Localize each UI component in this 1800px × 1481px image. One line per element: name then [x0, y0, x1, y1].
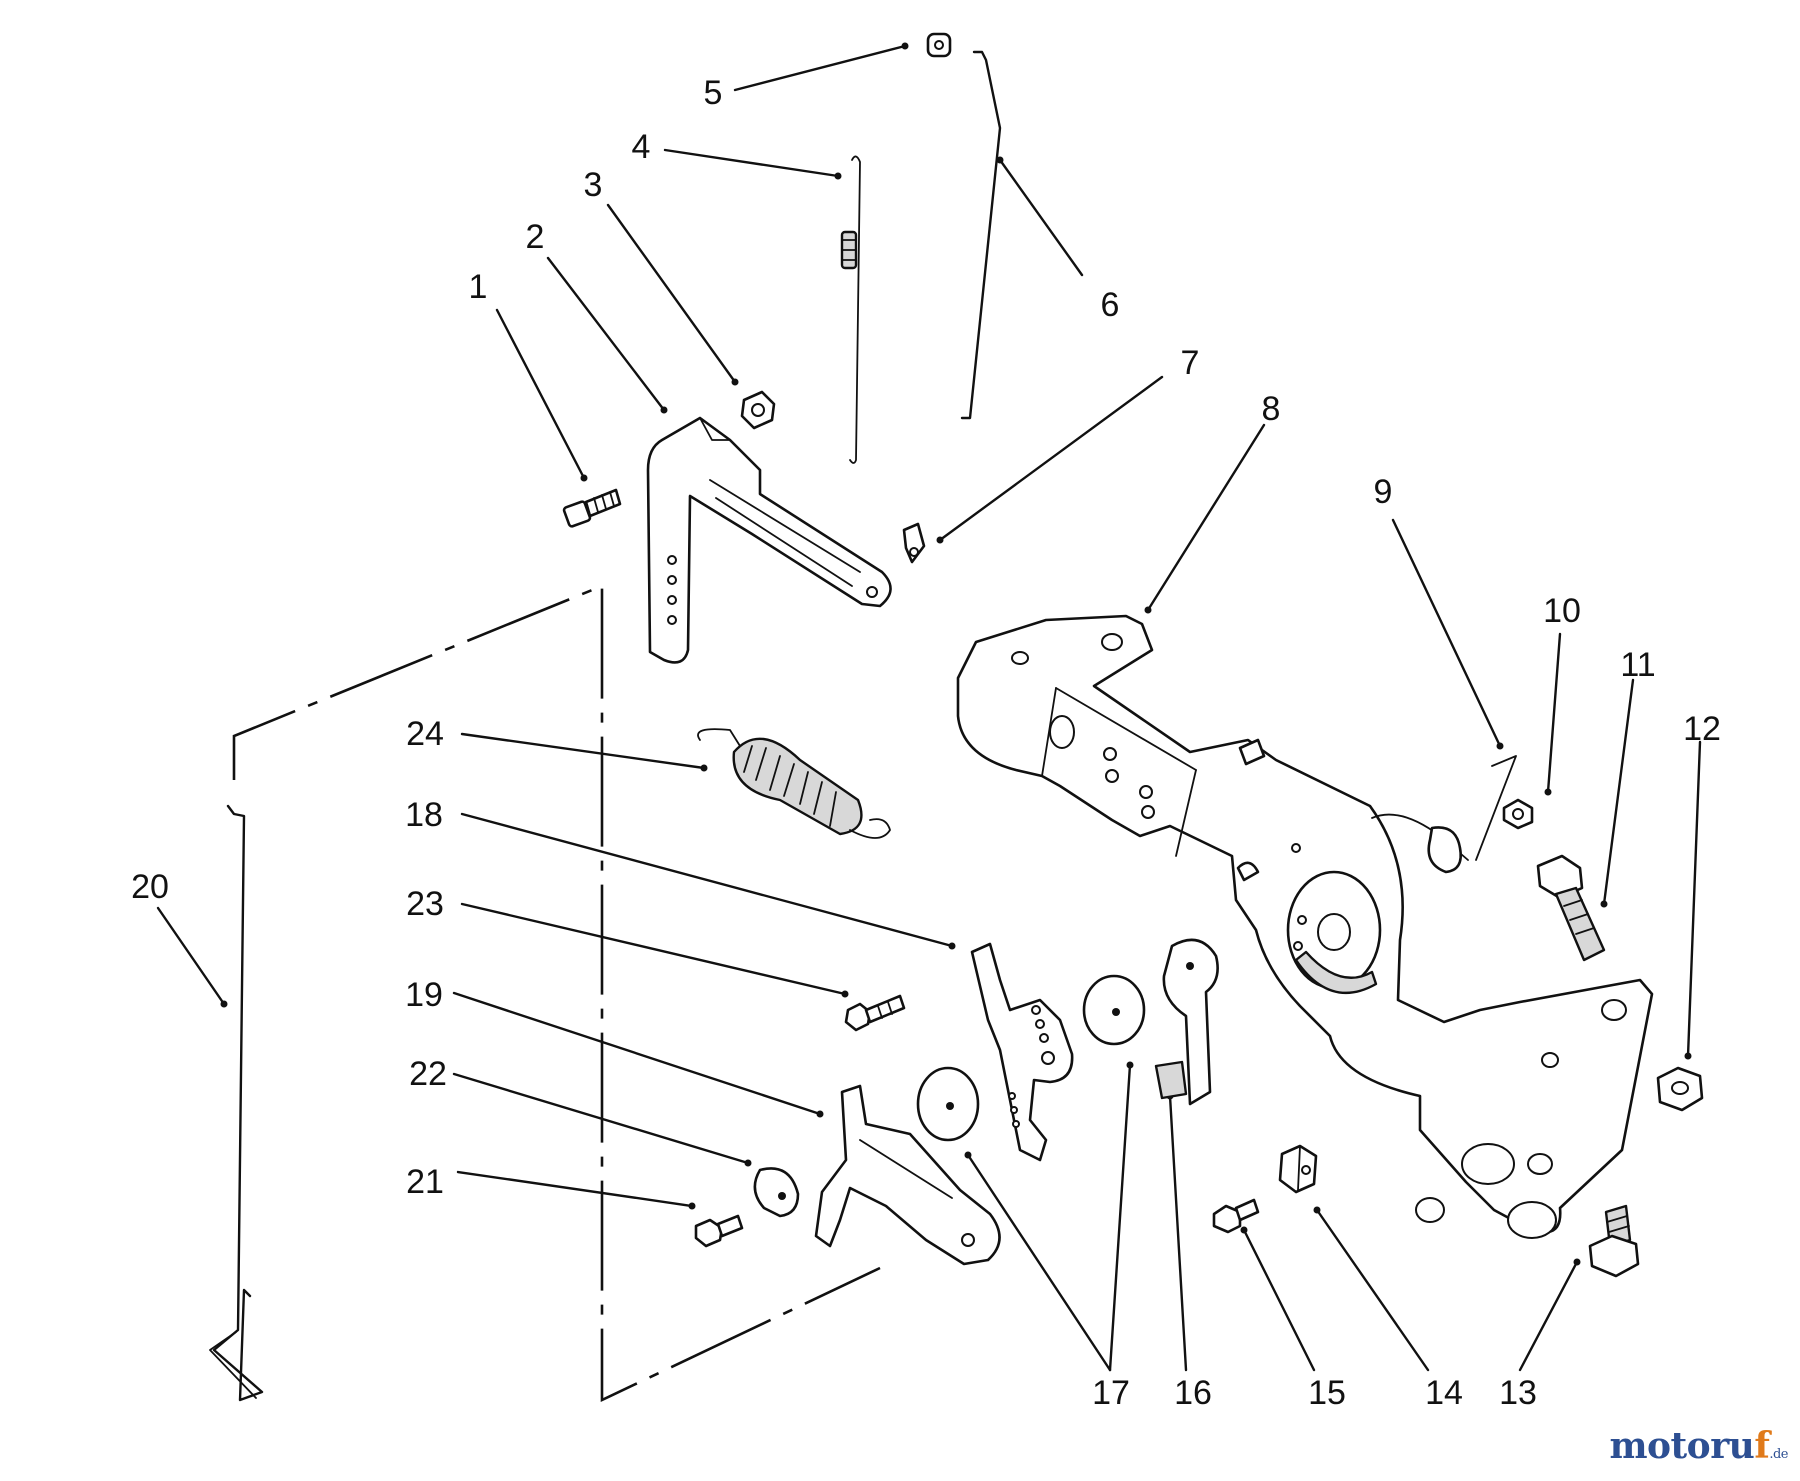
part-6-rod	[960, 50, 1002, 420]
part-label: 10	[1543, 592, 1581, 630]
watermark-part-c: .de	[1769, 1447, 1788, 1462]
part-label: 23	[406, 885, 444, 923]
part-label: 18	[405, 796, 443, 834]
part-3-nut	[740, 390, 776, 430]
part-5-clip	[926, 32, 952, 58]
part-label: 8	[1262, 390, 1281, 428]
part-7-clip	[902, 522, 926, 564]
part-label: 15	[1308, 1374, 1346, 1412]
part-1-screw	[562, 488, 622, 528]
part-22-washer	[753, 1167, 800, 1218]
part-14-clip	[1278, 1144, 1318, 1194]
part-24-spring	[697, 728, 891, 839]
part-2-lever-bracket	[646, 416, 892, 664]
part-9-spring-clip	[1371, 755, 1517, 874]
part-label: 5	[704, 74, 723, 112]
part-labels: 1 2 3 4 5 6 7 8 9 10 11 12 13 14 15 16 1…	[131, 74, 1721, 1412]
watermark-part-b: f	[1754, 1425, 1770, 1467]
part-label: 21	[406, 1163, 444, 1201]
part-label: 1	[469, 268, 488, 306]
part-label: 13	[1499, 1374, 1537, 1412]
part-16-tab-plate	[1154, 938, 1219, 1106]
part-13-bolt	[1588, 1204, 1640, 1278]
part-label: 22	[409, 1055, 447, 1093]
part-label: 4	[632, 128, 651, 166]
part-label: 9	[1374, 473, 1393, 511]
part-label: 16	[1174, 1374, 1212, 1412]
part-label: 19	[405, 976, 443, 1014]
watermark-part-a: motoru	[1609, 1425, 1755, 1467]
part-17-washer-b	[1082, 974, 1146, 1046]
part-17-washer-a	[916, 1066, 980, 1142]
part-18-linkage	[970, 942, 1074, 1162]
part-label: 20	[131, 868, 169, 906]
assembly-bracket	[232, 584, 881, 1403]
part-label: 7	[1181, 344, 1200, 382]
watermark-logo: motoruf.de	[1609, 1425, 1788, 1467]
part-20-wire-rod	[209, 804, 264, 1402]
part-label: 17	[1092, 1374, 1130, 1412]
part-23-screw	[844, 994, 906, 1032]
part-15-screw	[1212, 1198, 1260, 1234]
part-10-nut	[1502, 798, 1534, 830]
part-label: 3	[584, 166, 603, 204]
part-label: 14	[1425, 1374, 1463, 1412]
part-12-hex-nut	[1656, 1066, 1704, 1112]
part-label: 6	[1101, 286, 1120, 324]
part-label: 24	[406, 715, 444, 753]
part-label: 12	[1683, 710, 1721, 748]
part-21-screw	[694, 1214, 744, 1248]
part-11-bolt	[1536, 854, 1606, 962]
part-4-spring-rod	[840, 155, 861, 464]
part-8-main-bracket	[956, 614, 1654, 1239]
part-label: 11	[1620, 646, 1655, 684]
part-19-lever-plate	[814, 1084, 1001, 1266]
part-label: 2	[526, 218, 545, 256]
leader-lines	[156, 44, 1702, 1372]
